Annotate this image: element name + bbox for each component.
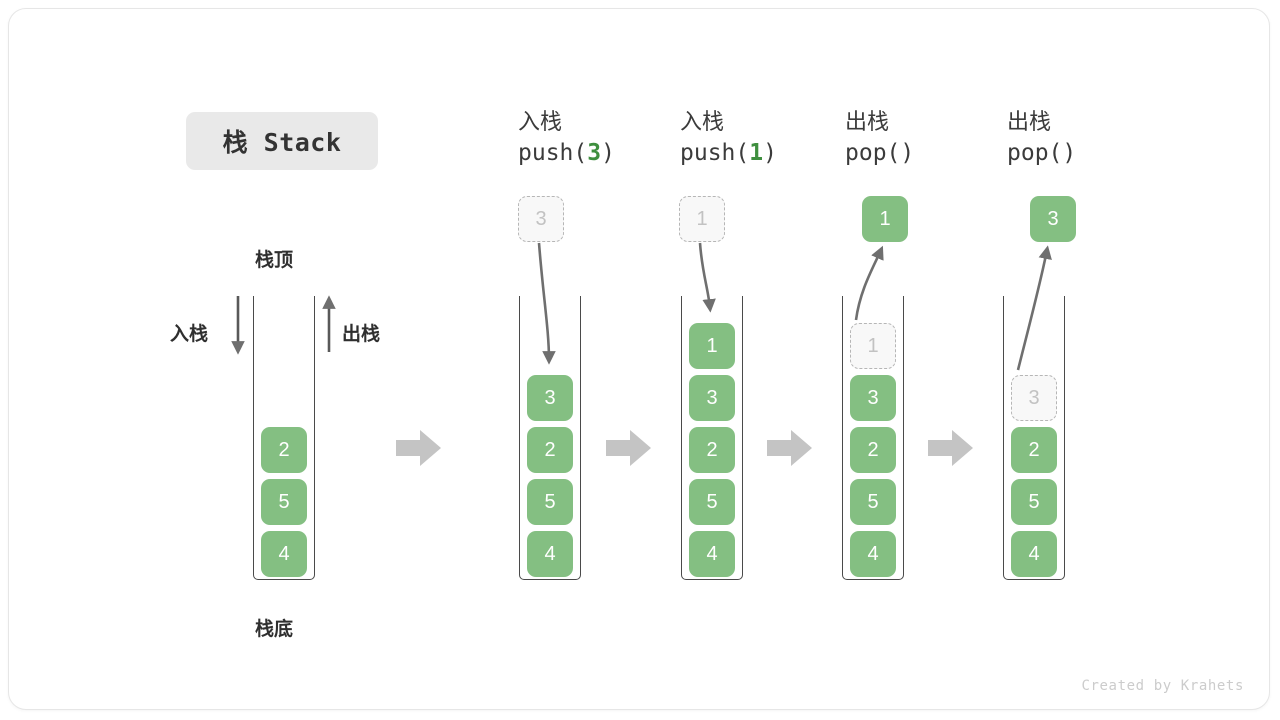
stack-cell-initial: 2	[261, 427, 307, 473]
stage-header-cn: 入栈	[518, 109, 563, 134]
footer-credit: Created by Krahets	[1081, 678, 1244, 694]
stack-cell-pop-1: 3	[850, 375, 896, 421]
stage-header-code: pop()	[1007, 137, 1076, 169]
stack-container-initial	[253, 296, 315, 580]
code-prefix: push(	[518, 140, 588, 166]
stack-cell-pop-1: 4	[850, 531, 896, 577]
floating-cell-pop-3: 3	[1030, 196, 1076, 242]
title-badge: 栈 Stack	[186, 112, 378, 170]
code-suffix: )	[763, 140, 777, 166]
stage-header-cn: 出栈	[1007, 109, 1052, 134]
push-side-label: 入栈	[170, 324, 209, 345]
stack-cell-pop-1: 2	[850, 427, 896, 473]
stack-cell-push-1: 5	[689, 479, 735, 525]
code-suffix: )	[601, 140, 615, 166]
stage-header-pop-1: 出栈 pop()	[845, 107, 914, 169]
stack-container-pop-3	[1003, 296, 1065, 580]
title-badge-label: 栈 Stack	[222, 128, 342, 157]
stack-cell-push-3: 3	[527, 375, 573, 421]
stage-header-code: pop()	[845, 137, 914, 169]
stage-header-pop-3: 出栈 pop()	[1007, 107, 1076, 169]
stage-header-code: push(3)	[518, 137, 615, 169]
stack-cell-pop-3: 2	[1011, 427, 1057, 473]
stack-cell-initial: 5	[261, 479, 307, 525]
stack-cell-pop-3: 5	[1011, 479, 1057, 525]
stack-container-push-1	[681, 296, 743, 580]
code-suffix: )	[1062, 140, 1077, 166]
stage-transition-arrow-icon	[396, 428, 442, 468]
stage-transition-arrow-icon	[767, 428, 813, 468]
stack-cell-ghost-pop-1: 1	[850, 323, 896, 369]
stack-cell-push-1: 3	[689, 375, 735, 421]
stage-header-push-3: 入栈 push(3)	[518, 107, 615, 169]
stack-cell-push-3: 5	[527, 479, 573, 525]
stack-cell-pop-3: 4	[1011, 531, 1057, 577]
code-prefix: pop(	[1007, 140, 1063, 166]
stack-cell-push-3: 2	[527, 427, 573, 473]
stage-header-cn: 入栈	[680, 109, 725, 134]
stage-transition-arrow-icon	[928, 428, 974, 468]
code-prefix: pop(	[845, 140, 901, 166]
stage-transition-arrow-icon	[606, 428, 652, 468]
stack-cell-push-1: 4	[689, 531, 735, 577]
pop-side-label: 出栈	[342, 324, 381, 345]
floating-cell-push-1: 1	[679, 196, 725, 242]
stack-cell-pop-1: 5	[850, 479, 896, 525]
stack-top-label: 栈顶	[255, 250, 294, 271]
stack-cell-push-1: 2	[689, 427, 735, 473]
code-number: 1	[749, 140, 764, 166]
code-number: 3	[587, 140, 602, 166]
stack-cell-initial: 4	[261, 531, 307, 577]
code-suffix: )	[900, 140, 915, 166]
stage-header-push-1: 入栈 push(1)	[680, 107, 777, 169]
stack-cell-ghost-pop-3: 3	[1011, 375, 1057, 421]
floating-cell-push-3: 3	[518, 196, 564, 242]
stack-cell-push-3: 4	[527, 531, 573, 577]
stack-container-push-3	[519, 296, 581, 580]
stage-header-code: push(1)	[680, 137, 777, 169]
floating-cell-pop-1: 1	[862, 196, 908, 242]
stack-container-pop-1	[842, 296, 904, 580]
stack-bottom-label: 栈底	[255, 619, 294, 640]
stack-cell-push-1: 1	[689, 323, 735, 369]
code-prefix: push(	[680, 140, 750, 166]
stage-header-cn: 出栈	[845, 109, 890, 134]
